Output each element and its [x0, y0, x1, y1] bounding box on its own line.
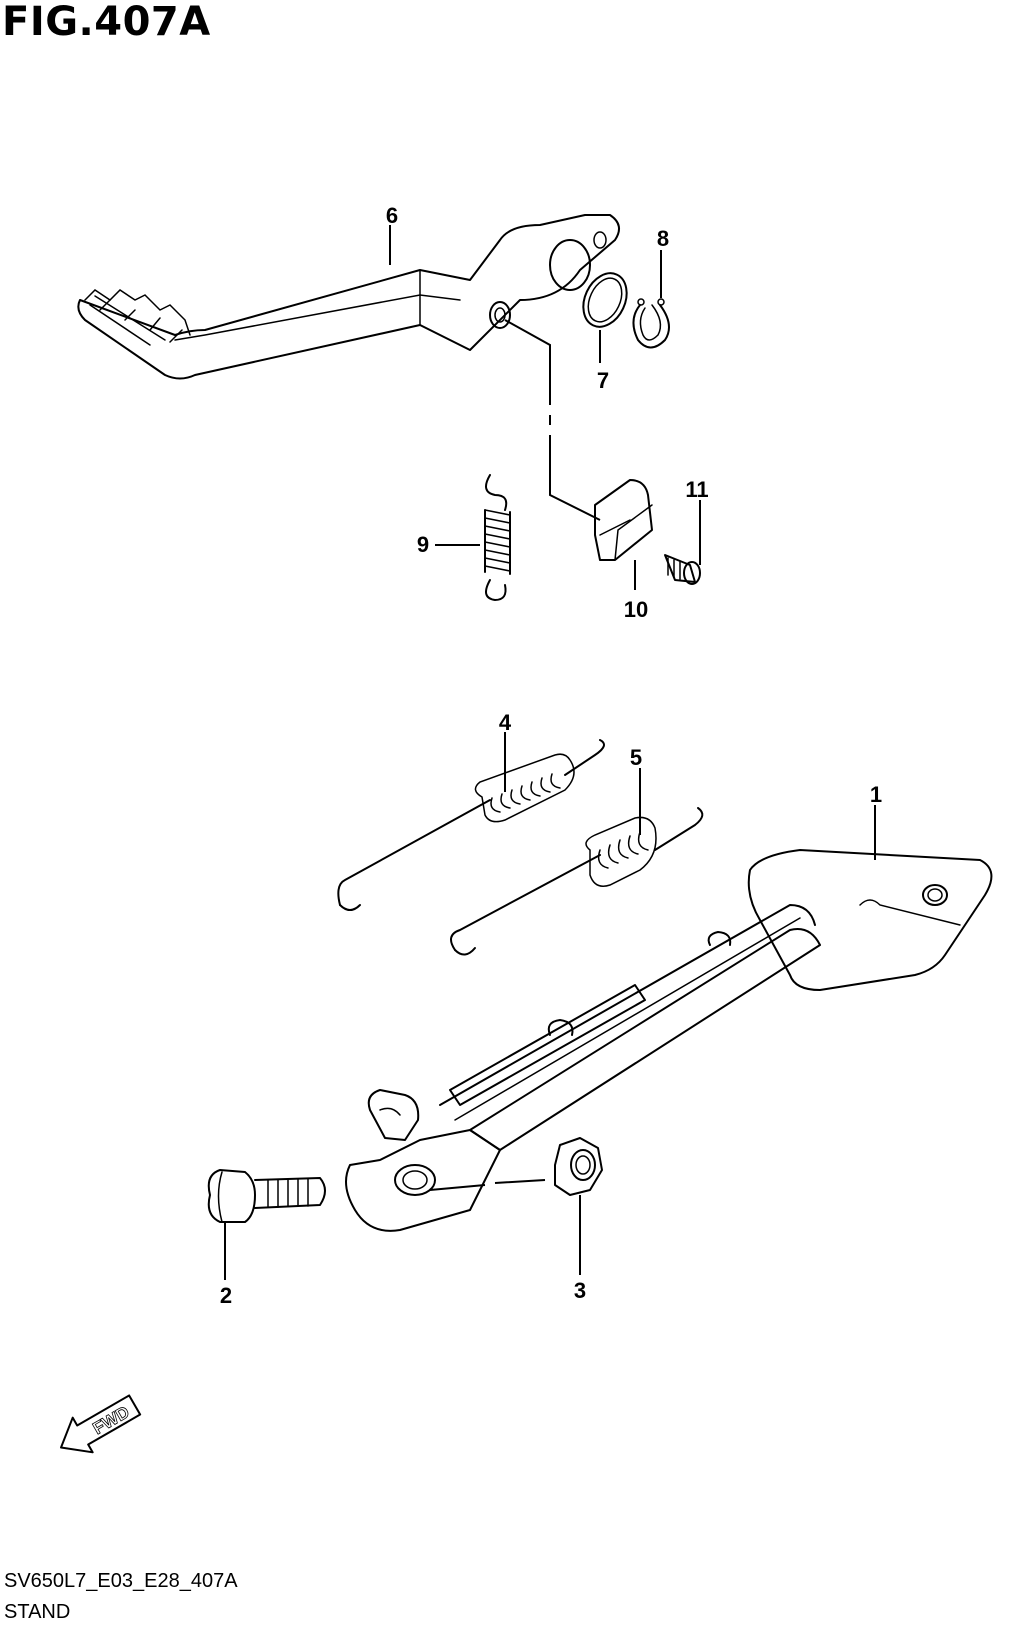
callout-1: 1	[870, 782, 882, 807]
switch-bracket-part	[594, 479, 653, 561]
brake-pedal-part	[77, 214, 620, 380]
fwd-arrow-icon: FWD	[60, 1394, 142, 1454]
leader-lines	[224, 225, 876, 1280]
callout-labels: 6 7 8 9 10 11 4 5 1 2 3	[220, 203, 882, 1308]
stand-spring-inner-part	[450, 807, 704, 956]
callout-8: 8	[657, 226, 669, 251]
stand-nut-part	[554, 1137, 603, 1196]
callout-3: 3	[574, 1278, 586, 1303]
stand-bolt-part	[207, 1169, 326, 1223]
callout-10: 10	[624, 597, 648, 622]
callout-6: 6	[386, 203, 398, 228]
callout-2: 2	[220, 1283, 232, 1308]
callout-4: 4	[499, 710, 512, 735]
pedal-spring-part	[484, 474, 511, 601]
stand-spring-outer-part	[337, 739, 605, 911]
figure-code: SV650L7_E03_E28_407A	[4, 1570, 238, 1592]
figure-title: FIG.407A	[2, 0, 211, 45]
callout-11: 11	[685, 477, 708, 502]
screw-part	[664, 554, 701, 585]
callout-5: 5	[630, 745, 642, 770]
fwd-label: FWD	[90, 1402, 133, 1438]
side-stand-part	[345, 849, 993, 1232]
washer-part	[582, 272, 628, 328]
callout-7: 7	[597, 368, 609, 393]
section-name: STAND	[4, 1601, 71, 1623]
callout-9: 9	[417, 532, 429, 557]
circlip-part	[632, 298, 670, 349]
